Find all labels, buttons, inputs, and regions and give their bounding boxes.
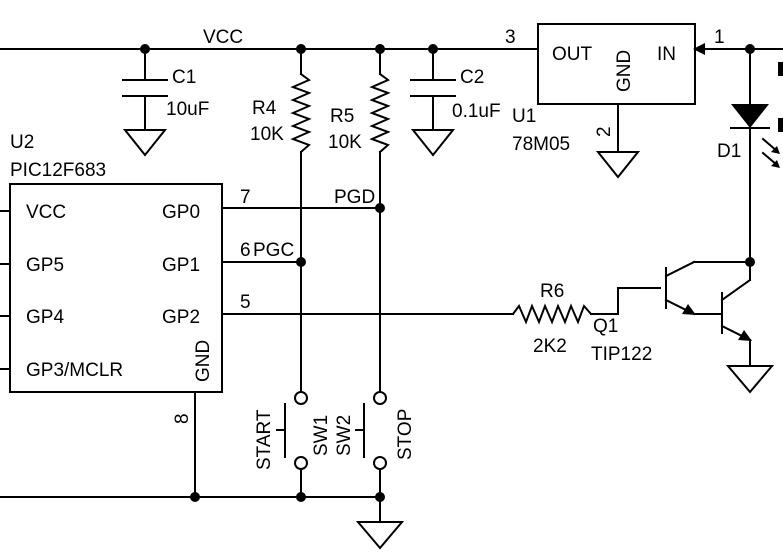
- sw2-contact-bottom: [373, 456, 387, 470]
- resistor-r5: R5 10K: [328, 72, 391, 154]
- junction-dot: [190, 492, 200, 502]
- emitter-arrow-icon: [682, 304, 696, 315]
- u2-ref: U2: [10, 132, 34, 153]
- u1-pin-out: OUT: [552, 44, 593, 65]
- emitter-arrow-icon: [738, 330, 752, 341]
- r5-ref: R5: [330, 106, 354, 127]
- r5-body: [369, 72, 391, 154]
- q1-ref: Q1: [593, 316, 618, 337]
- junction-dot: [296, 492, 306, 502]
- ground-symbol: [410, 129, 456, 157]
- c2-ref: C2: [460, 67, 484, 88]
- sw2-label: STOP: [395, 409, 416, 460]
- d1-ref: D1: [717, 141, 741, 162]
- q1-value: TIP122: [591, 344, 652, 365]
- u1-pin-gnd: GND: [614, 50, 635, 92]
- sw1-contact-bottom: [294, 456, 308, 470]
- junction-dot: [140, 44, 150, 54]
- u1-pin2-number: 2: [594, 126, 615, 137]
- u1-ref: U1: [512, 106, 536, 127]
- q1-collector-1: [664, 260, 696, 278]
- u2-pin6-number: 6: [240, 240, 251, 261]
- transistor-q1: Q1 TIP122: [591, 260, 775, 394]
- u1-value: 78M05: [512, 134, 570, 155]
- r4-value: 10K: [250, 124, 284, 145]
- junction-dot: [375, 492, 385, 502]
- junction-dot: [375, 44, 385, 54]
- input-arrow-icon: [693, 43, 705, 55]
- switch-sw2: SW2 STOP: [334, 391, 416, 470]
- sw2-contact-top: [373, 391, 387, 405]
- clipped-label-fragment: [778, 118, 783, 132]
- wires: [0, 48, 783, 523]
- c1-value: 10uF: [166, 99, 209, 120]
- u2-pin7-number: 7: [240, 187, 251, 208]
- junction-dot: [745, 257, 755, 267]
- u2-pin-gp0: GP0: [162, 202, 200, 223]
- q1-collector-2: [720, 278, 752, 302]
- switch-sw1: START SW1: [254, 391, 332, 470]
- u1-pin1-number: 1: [714, 27, 725, 48]
- ground-symbol: [355, 521, 405, 550]
- c2-value: 0.1uF: [452, 101, 501, 122]
- junction-dot: [745, 44, 755, 54]
- junction-dot: [375, 203, 385, 213]
- u2-pin-gp5: GP5: [26, 255, 64, 276]
- junction-dot: [296, 44, 306, 54]
- u2-pin-gp2: GP2: [162, 307, 200, 328]
- junction-dot: [428, 44, 438, 54]
- u2-pin-gp4: GP4: [26, 307, 64, 328]
- capacitor-c1: C1 10uF: [122, 67, 209, 157]
- sw1-ref: SW1: [311, 415, 332, 456]
- led-triangle: [731, 104, 769, 128]
- net-label-pgd: PGD: [334, 187, 375, 208]
- capacitor-c2: C2 0.1uF: [410, 67, 501, 157]
- u2-pin8-number: 8: [172, 413, 193, 424]
- u2-pin-gp1: GP1: [162, 255, 200, 276]
- u2-pin5-number: 5: [240, 292, 251, 313]
- r6-ref: R6: [540, 281, 564, 302]
- u1-pin-in: IN: [657, 44, 676, 65]
- sw1-contact-top: [294, 391, 308, 405]
- u2-pin-gp3: GP3/MCLR: [26, 360, 123, 381]
- r4-body: [290, 72, 312, 154]
- c1-ref: C1: [172, 67, 196, 88]
- u2-microcontroller: U2 PIC12F683 VCC GP5 GP4 GP3/MCLR GP0 GP…: [9, 132, 251, 424]
- r6-body: [511, 303, 593, 325]
- light-arrow-icon: [771, 146, 780, 154]
- light-arrow-icon: [771, 160, 780, 168]
- u2-pin-gnd: GND: [193, 340, 214, 382]
- base-wire: [617, 287, 661, 315]
- r6-value: 2K2: [533, 336, 567, 357]
- r4-ref: R4: [252, 98, 277, 119]
- net-label-pgc: PGC: [253, 240, 294, 261]
- net-label-vcc: VCC: [203, 27, 243, 48]
- resistor-r6: R6 2K2: [511, 281, 593, 357]
- sw1-label: START: [254, 409, 275, 470]
- r5-value: 10K: [328, 132, 362, 153]
- resistor-r4: R4 10K: [250, 72, 312, 154]
- u2-pin-vcc: VCC: [26, 202, 66, 223]
- sw2-ref: SW2: [334, 415, 355, 456]
- led-d1: D1: [717, 62, 783, 168]
- junctions: [140, 44, 755, 502]
- u2-value: PIC12F683: [10, 160, 106, 181]
- ground-symbol: [595, 151, 641, 179]
- u1-pin3-number: 3: [505, 27, 516, 48]
- junction-dot: [296, 257, 306, 267]
- u1-body: [537, 23, 696, 105]
- clipped-label-fragment: [778, 62, 783, 76]
- ground-symbol: [122, 129, 168, 157]
- u1-regulator: OUT IN GND U1 78M05 3 1 2: [505, 23, 725, 179]
- ground-symbol: [725, 365, 775, 394]
- u2-body: [9, 183, 223, 393]
